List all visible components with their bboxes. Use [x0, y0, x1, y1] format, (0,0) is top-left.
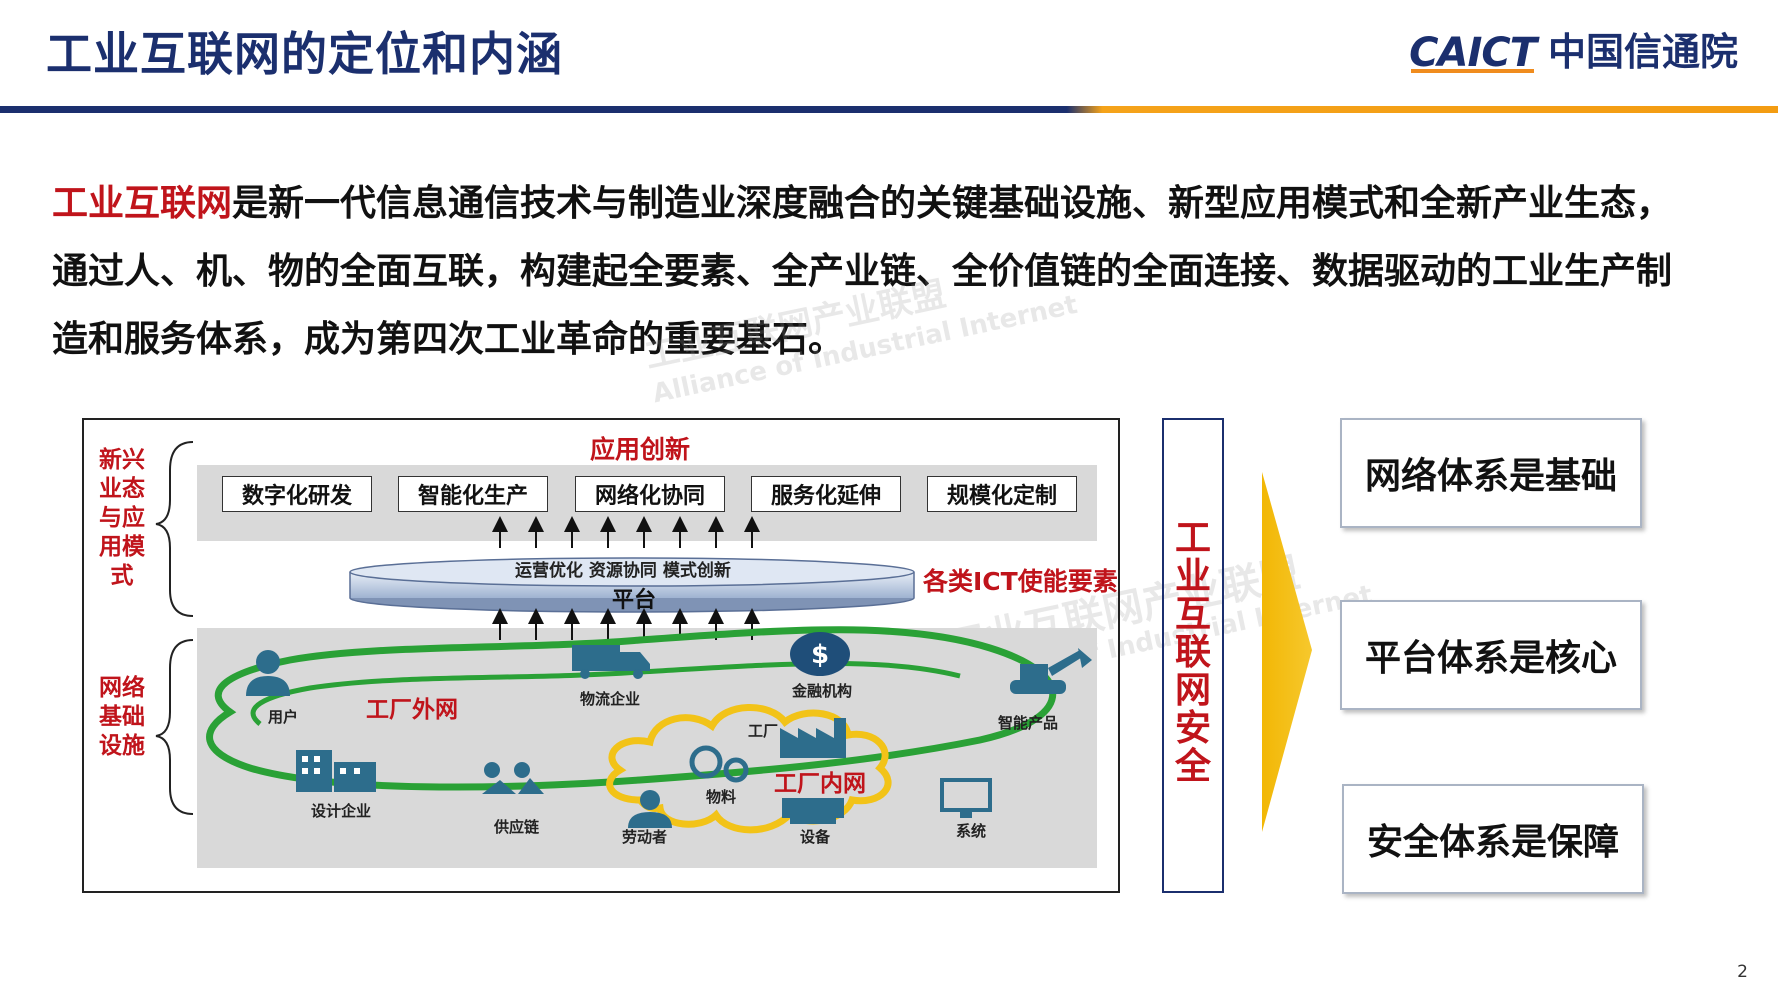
node-user: 用户	[268, 708, 299, 726]
network-infra-label: 网络基础设施	[99, 675, 145, 759]
page-title: 工业互联网的定位和内涵	[46, 27, 563, 81]
caict-logo: CAICT 中国信通院	[1409, 26, 1738, 76]
app-box-service-ext: 服务化延伸	[751, 476, 901, 512]
node-factory: 工厂	[748, 722, 779, 740]
node-material: 物料	[706, 788, 737, 806]
pillar-platform: 平台体系是核心	[1340, 600, 1642, 710]
outer-network-label: 工厂外网	[366, 697, 458, 723]
supply-chain-icon	[482, 762, 544, 794]
node-system: 系统	[956, 822, 987, 840]
platform-disc	[349, 557, 915, 613]
excavator-icon	[1010, 648, 1092, 694]
inner-network-label: 工厂内网	[774, 771, 866, 797]
app-box-mass-custom: 规模化定制	[927, 476, 1077, 512]
pillar-security: 安全体系是保障	[1342, 784, 1644, 894]
platform-sub-label: 运营优化 资源协同 模式创新	[515, 561, 731, 581]
node-equipment: 设备	[800, 828, 831, 846]
equipment-icon	[782, 798, 844, 824]
app-box-digital-rd: 数字化研发	[222, 476, 372, 512]
node-smart-product: 智能产品	[998, 714, 1059, 732]
node-logistics: 物流企业	[580, 690, 641, 708]
intro-text: 是新一代信息通信技术与制造业深度融合的关键基础设施、新型应用模式和全新产业生态，…	[52, 183, 1673, 360]
node-worker: 劳动者	[622, 828, 668, 846]
node-supply-chain: 供应链	[494, 818, 540, 836]
pillar-network: 网络体系是基础	[1340, 418, 1642, 528]
svg-text:$: $	[811, 640, 829, 670]
inner-network-cloud	[606, 704, 892, 834]
worker-icon	[628, 790, 672, 828]
node-design: 设计企业	[311, 802, 372, 820]
platform-label: 平台	[612, 588, 657, 613]
monitor-icon	[940, 778, 992, 818]
node-finance: 金融机构	[792, 682, 853, 700]
finance-icon: $	[790, 632, 850, 676]
logo-en: CAICT	[1409, 30, 1537, 76]
architecture-diagram-frame	[82, 418, 1120, 893]
header-divider	[0, 106, 1778, 113]
big-yellow-arrow	[1262, 472, 1312, 832]
logo-cn: 中国信通院	[1547, 30, 1738, 74]
brace-top	[155, 441, 194, 617]
upward-arrows-top	[492, 516, 760, 548]
truck-icon	[572, 645, 650, 679]
intro-paragraph: 工业互联网是新一代信息通信技术与制造业深度融合的关键基础设施、新型应用模式和全新…	[52, 170, 1692, 374]
app-innovation-title: 应用创新	[590, 435, 691, 464]
page-number: 2	[1737, 962, 1748, 982]
security-box	[1162, 418, 1224, 893]
factory-icon	[780, 718, 846, 758]
building-icon	[296, 750, 376, 792]
app-box-smart-production: 智能化生产	[398, 476, 548, 512]
user-icon	[246, 650, 290, 696]
brace-bottom	[155, 639, 194, 815]
material-icon	[689, 745, 749, 783]
emerging-business-label: 新兴业态与应用模式	[99, 447, 145, 589]
app-box-network-collab: 网络化协同	[575, 476, 725, 512]
intro-highlight: 工业互联网	[52, 183, 233, 224]
ict-enabler-label: 各类ICT使能要素	[923, 567, 1118, 596]
security-label: 工 业 互 联 网 安 全	[1174, 518, 1211, 787]
